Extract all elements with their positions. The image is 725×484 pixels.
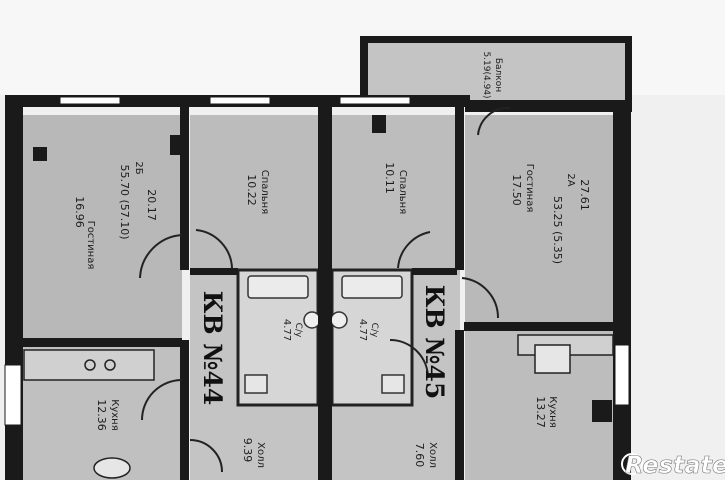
apt45-title: КВ №45 xyxy=(420,285,449,400)
restate-watermark: Restate xyxy=(621,451,725,479)
apt45-summary-area: 27.61 xyxy=(578,179,591,211)
door-swings xyxy=(139,106,511,473)
windows xyxy=(4,96,630,426)
apt45-kitchen-name: Кухня xyxy=(547,396,558,428)
apt45-bedroom-area: 10.11 xyxy=(383,162,396,194)
apt44-summary-area: 20.17 xyxy=(145,189,158,221)
apt44-living-name: Гостиная xyxy=(85,221,96,270)
watermark-logo-icon xyxy=(621,453,643,475)
apt44-kitchen-area: 12.36 xyxy=(95,399,108,431)
room-floors xyxy=(22,42,627,480)
apt44-title: КВ №44 xyxy=(198,291,227,406)
balcony-area: 5.19(4.94) xyxy=(481,51,491,98)
apt44-bath-area: 4.77 xyxy=(281,319,292,341)
bathrooms xyxy=(236,268,414,407)
apt44-bedroom-area: 10.22 xyxy=(245,174,258,206)
apt45-hall-name: Холл xyxy=(427,442,438,468)
apt45-labels: Спальня 10.11 С/у 4.77 27.61 2А 53.25 (5… xyxy=(357,162,591,468)
apt44-labels: 20.17 2Б 55.70 (57.10) Гостиная 16.96 Сп… xyxy=(73,161,303,468)
apt45-hall-area: 7.60 xyxy=(413,443,426,468)
apt45-summary-code: 2А xyxy=(565,173,576,186)
apt45-summary-total: 53.25 (5.35) xyxy=(551,196,564,264)
apt44-summary-total: 55.70 (57.10) xyxy=(118,164,131,239)
balcony-name: Балкон xyxy=(493,58,503,92)
apt45-bedroom-name: Спальня xyxy=(397,170,408,215)
apt44-hall-name: Холл xyxy=(255,442,266,468)
watermark-text: Restate xyxy=(625,451,725,479)
apt45-bath-name: С/у xyxy=(369,323,379,338)
apt45-bath-area: 4.77 xyxy=(357,319,368,341)
apt45-living-name: Гостиная xyxy=(524,164,535,213)
apt45-kitchen-area: 13.27 xyxy=(534,396,547,428)
apt44-bedroom-name: Спальня xyxy=(259,170,270,215)
balcony-labels: Балкон 5.19(4.94) xyxy=(481,51,503,98)
apt45-living-area: 17.50 xyxy=(510,174,523,206)
apt44-bath-name: С/у xyxy=(293,323,303,338)
apt44-kitchen-name: Кухня xyxy=(109,399,120,431)
apt44-summary-code: 2Б xyxy=(133,161,144,174)
kitchen-fixtures xyxy=(23,334,614,479)
apt44-hall-area: 9.39 xyxy=(241,438,254,463)
apt44-living-area: 16.96 xyxy=(73,196,86,228)
